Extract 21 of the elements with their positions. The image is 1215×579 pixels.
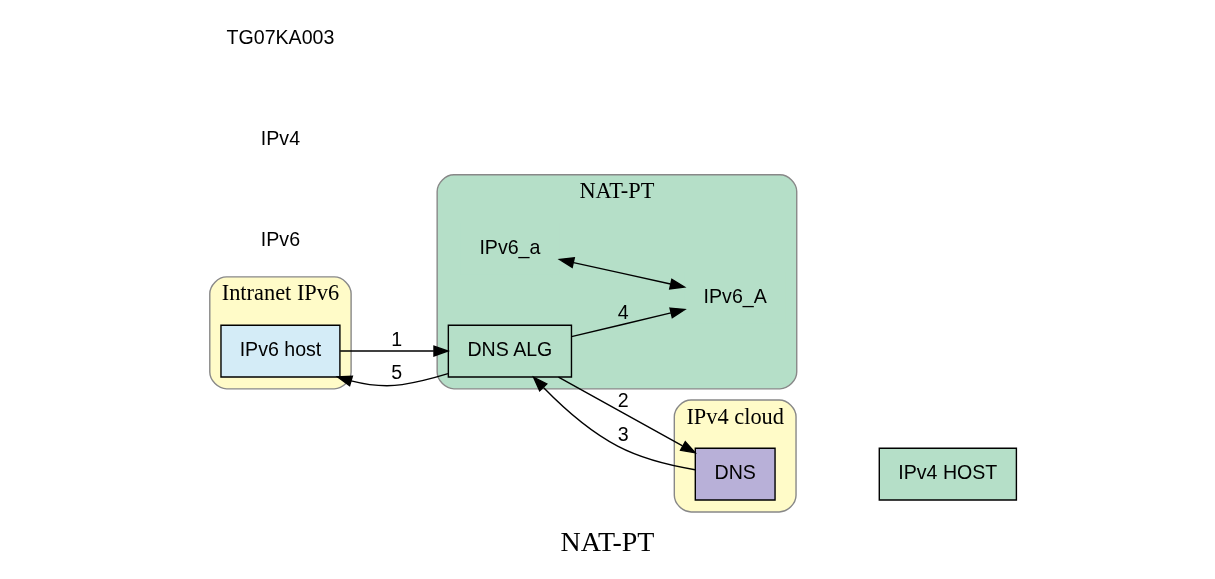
edge-label: 1 xyxy=(391,327,403,350)
arrow xyxy=(335,373,449,387)
edge-label: 4 xyxy=(617,301,629,324)
node-text: IPv6_A xyxy=(703,285,767,308)
node-box: DNS ALG xyxy=(447,324,573,378)
node-box: DNS xyxy=(694,447,776,501)
arrow xyxy=(557,256,687,290)
arrow xyxy=(339,345,451,357)
label: IPv4 xyxy=(260,126,301,149)
node-box: IPv6 host xyxy=(220,324,341,378)
caption: NAT-PT xyxy=(560,526,655,558)
edge-label: 2 xyxy=(617,389,629,412)
label: IPv6 xyxy=(260,227,301,250)
node-text: IPv6_a xyxy=(479,236,541,259)
label: TG07KA003 xyxy=(226,26,335,49)
node-box: IPv4 HOST xyxy=(878,447,1018,501)
edge-label: 3 xyxy=(617,422,629,445)
arrow xyxy=(532,375,696,471)
arrow xyxy=(570,307,687,338)
arrow xyxy=(557,376,698,454)
edge-label: 5 xyxy=(391,361,403,384)
